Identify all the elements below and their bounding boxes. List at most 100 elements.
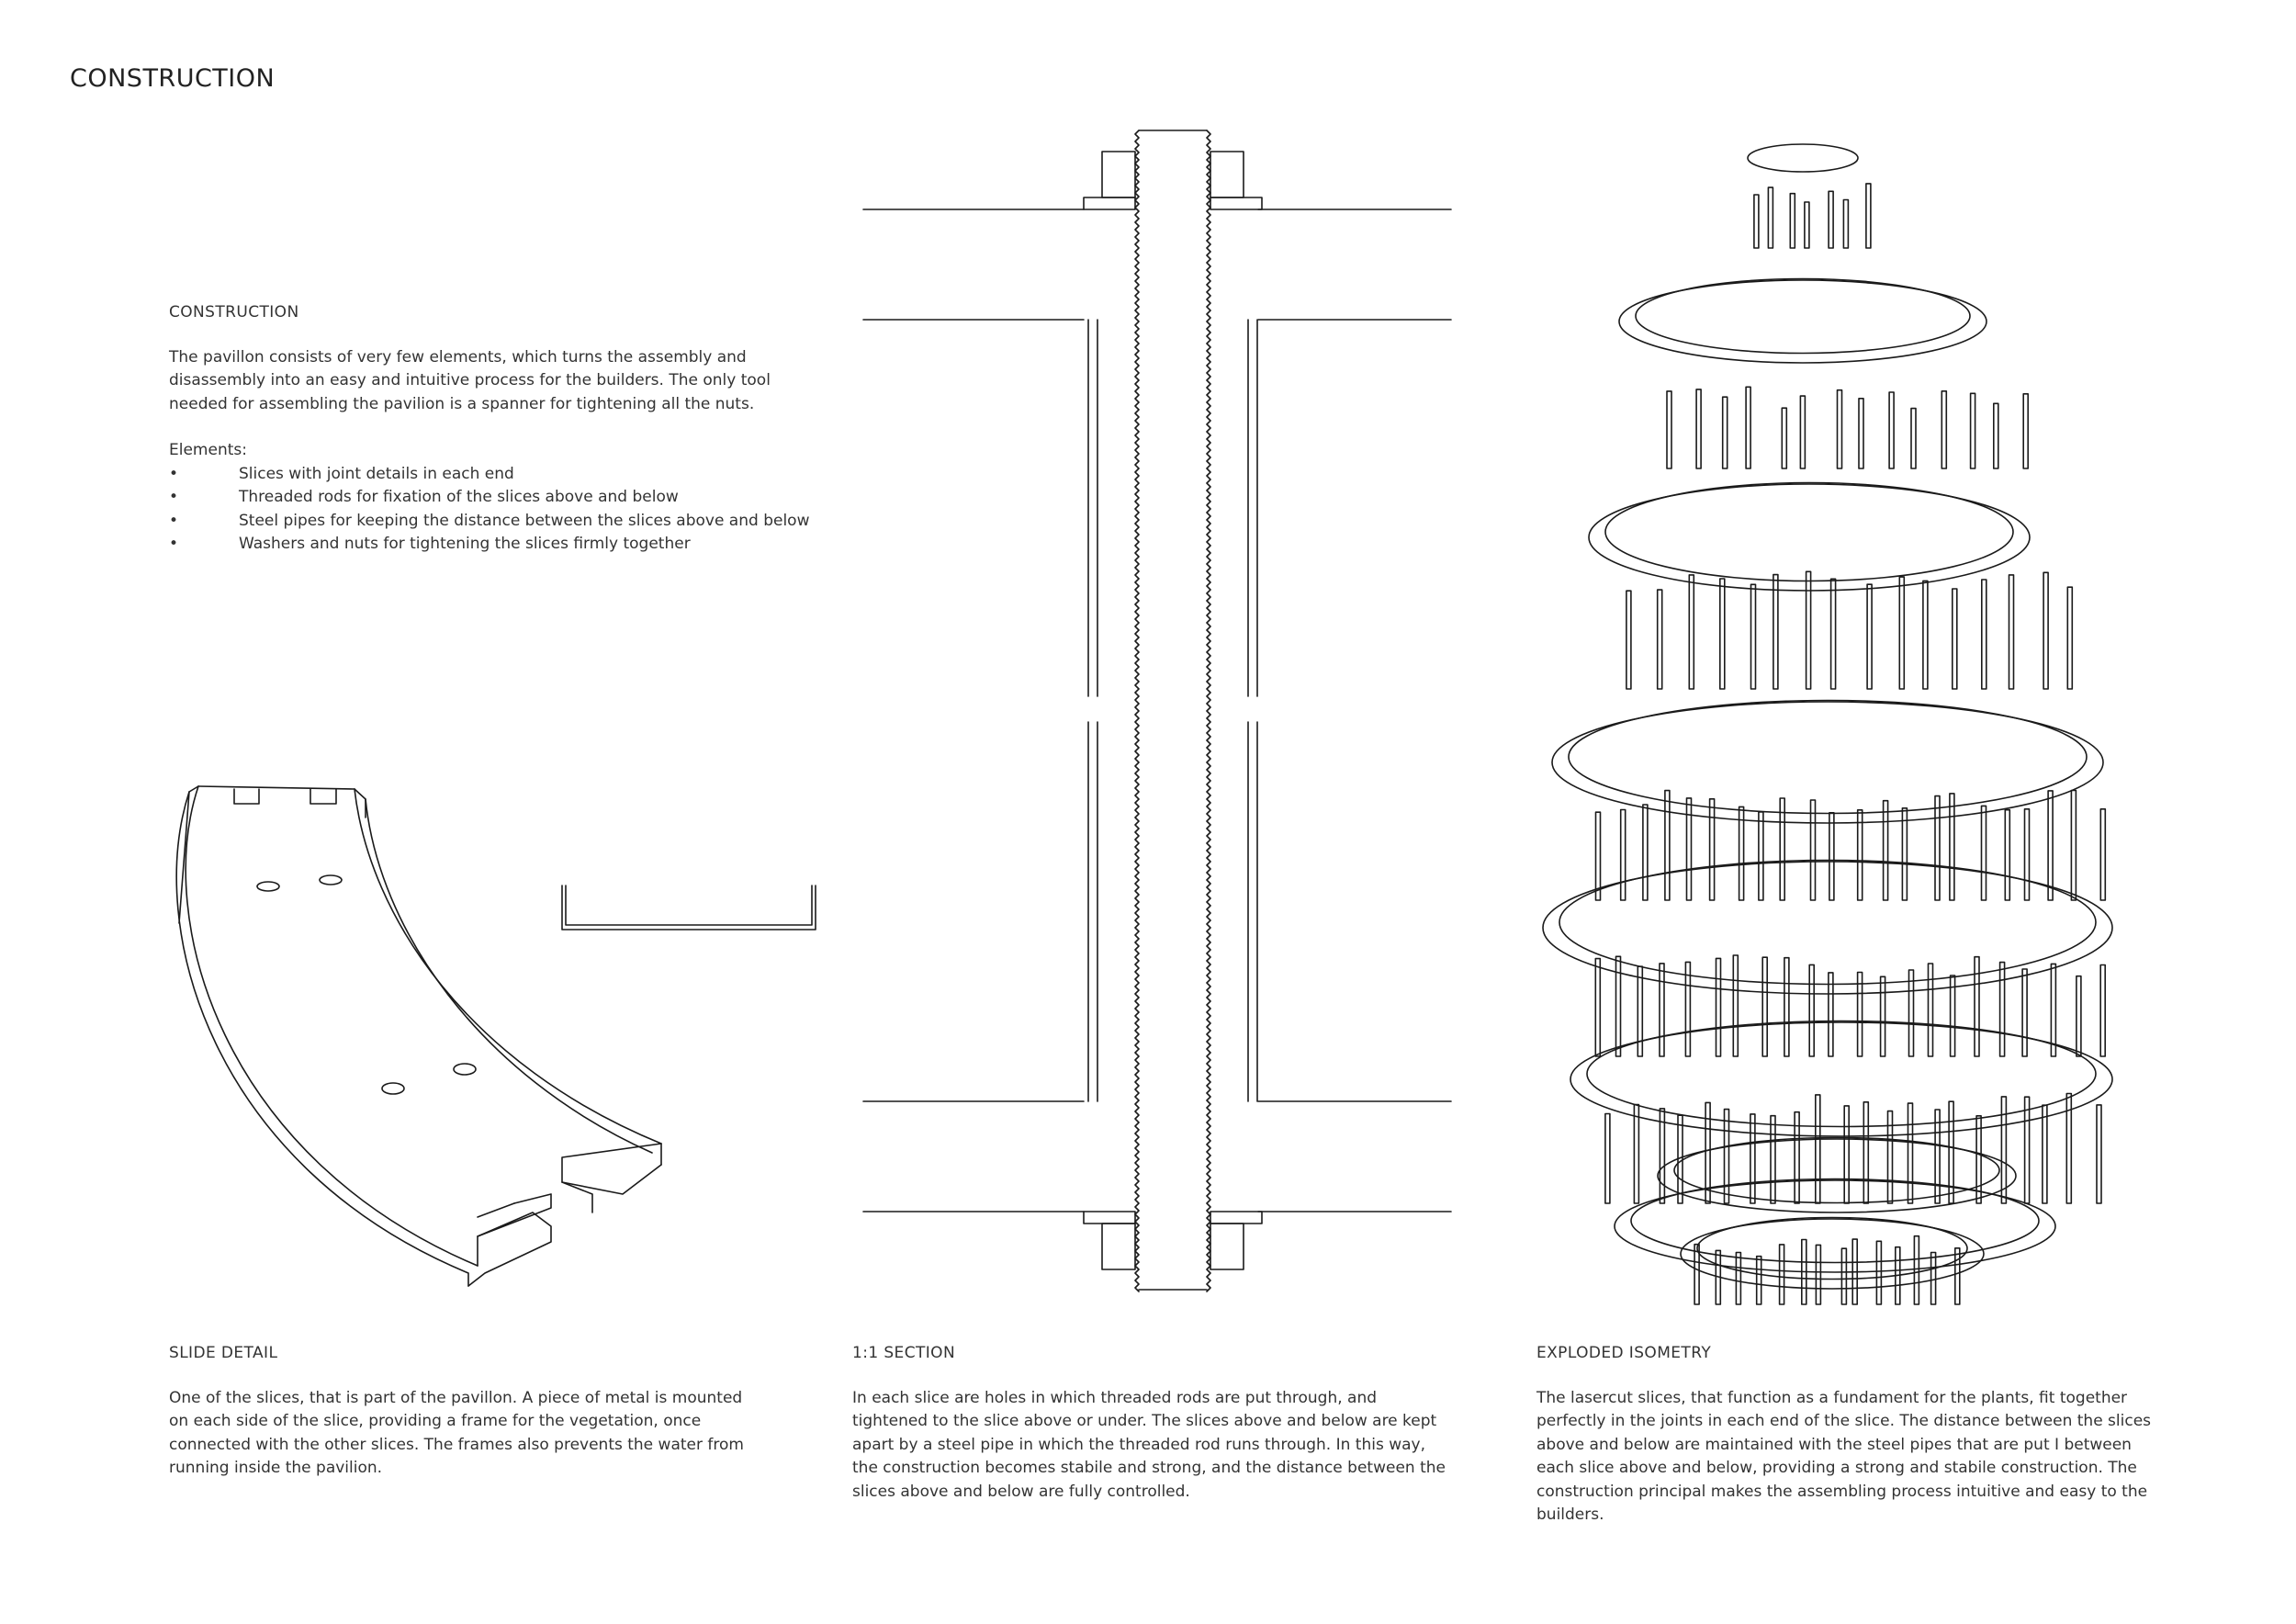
- steel-pipe: [1930, 1251, 1937, 1305]
- steel-pipe: [1695, 389, 1702, 469]
- bracket-profile-drawing: [561, 885, 816, 930]
- section-body: In each slice are holes in which threade…: [852, 1388, 1446, 1501]
- steel-pipe: [1715, 957, 1722, 1057]
- steel-pipe: [1664, 789, 1671, 901]
- steel-pipe: [1659, 1108, 1666, 1204]
- section-heading: 1:1 SECTION: [852, 1344, 956, 1362]
- steel-pipe: [1981, 579, 1987, 690]
- steel-pipe: [1828, 190, 1834, 249]
- steel-pipe: [1886, 1110, 1894, 1204]
- steel-pipe: [2099, 964, 2106, 1057]
- steel-pipe: [1619, 808, 1626, 901]
- steel-pipe: [1907, 1102, 1914, 1204]
- steel-pipe: [1842, 198, 1850, 249]
- section-caption: 1:1 SECTION In each slice are holes in w…: [852, 1342, 1449, 1504]
- steel-pipe: [1949, 975, 1956, 1057]
- steel-pipe: [1761, 956, 1768, 1057]
- steel-pipe: [1755, 1255, 1762, 1305]
- slide-detail-body: One of the slices, that is part of the p…: [169, 1388, 744, 1478]
- steel-pipe: [1750, 583, 1757, 690]
- steel-pipe: [1808, 964, 1815, 1057]
- steel-pipe: [1770, 1114, 1776, 1204]
- slice-ring: [1542, 861, 2113, 995]
- slice-ring: [1673, 1136, 2000, 1204]
- steel-pipe: [1694, 1243, 1700, 1305]
- slice-ring: [1604, 481, 2014, 582]
- steel-pipe: [1828, 972, 1834, 1057]
- steel-pipe: [1594, 811, 1602, 901]
- steel-pipe: [1708, 797, 1716, 901]
- steel-pipe: [1656, 589, 1663, 690]
- steel-pipe: [1969, 392, 1976, 469]
- list-item: Slices with joint details in each end: [169, 463, 812, 487]
- isometry-body: The lasercut slices, that function as a …: [1536, 1388, 2152, 1525]
- steel-pipe: [1843, 1105, 1850, 1204]
- slice-ring: [1614, 1179, 2056, 1273]
- steel-pipe: [2023, 807, 2031, 901]
- steel-pipe: [1750, 1113, 1756, 1204]
- isometry-caption: EXPLODED ISOMETRY The lasercut slices, t…: [1536, 1342, 2152, 1528]
- steel-pipe: [1856, 971, 1863, 1057]
- steel-pipe: [1688, 574, 1695, 690]
- steel-pipe: [1815, 1094, 1821, 1204]
- steel-pipe: [1974, 955, 1980, 1057]
- steel-pipe: [1779, 797, 1785, 901]
- steel-pipe: [1745, 386, 1751, 469]
- intro-section: CONSTRUCTION The pavillon consists of ve…: [169, 301, 812, 557]
- steel-pipe: [1604, 1112, 1611, 1204]
- list-item: Threaded rods for fixation of the slices…: [169, 486, 812, 510]
- steel-pipe: [1781, 407, 1788, 469]
- steel-pipe: [1954, 1247, 1961, 1305]
- steel-pipe: [1840, 1247, 1848, 1305]
- steel-pipe: [1633, 1103, 1640, 1204]
- steel-pipe: [1882, 799, 1889, 901]
- steel-pipe: [1738, 806, 1745, 901]
- steel-pipe: [1898, 576, 1906, 690]
- steel-pipe: [1993, 402, 1999, 469]
- list-item: Steel pipes for keeping the distance bet…: [169, 510, 812, 534]
- slice-detail-drawing: [175, 785, 662, 1287]
- steel-pipe: [1659, 963, 1665, 1057]
- steel-pipe: [1804, 201, 1810, 249]
- steel-pipe: [2050, 963, 2057, 1057]
- steel-pipe: [1863, 1101, 1870, 1204]
- slice-ring: [1635, 277, 1971, 355]
- steel-pipe: [1908, 969, 1915, 1057]
- steel-pipe: [2008, 574, 2015, 690]
- steel-pipe: [1856, 808, 1863, 901]
- steel-pipe: [1815, 1244, 1822, 1305]
- steel-pipe: [2066, 586, 2074, 690]
- slice-ring: [1680, 1218, 1985, 1290]
- steel-pipe: [2076, 975, 2082, 1057]
- steel-pipe: [1615, 955, 1622, 1057]
- steel-pipe: [1998, 961, 2006, 1057]
- steel-pipe: [1735, 1251, 1742, 1305]
- slice-ring: [1630, 1178, 2040, 1264]
- steel-pipe: [1805, 570, 1812, 690]
- steel-pipe: [1767, 186, 1774, 249]
- steel-pipe: [1829, 811, 1835, 901]
- slice-ring: [1551, 701, 2104, 824]
- steel-pipe: [1789, 192, 1796, 249]
- steel-pipe: [1719, 578, 1726, 690]
- steel-pipe: [1875, 1240, 1883, 1305]
- steel-pipe: [1980, 805, 1987, 901]
- steel-pipe: [1723, 1108, 1730, 1204]
- steel-pipe: [1799, 395, 1806, 469]
- steel-pipe: [1753, 194, 1760, 249]
- slice-ring: [1657, 1138, 2017, 1213]
- elements-list: Slices with joint details in each end Th…: [169, 463, 812, 557]
- steel-pipe: [1758, 811, 1764, 901]
- steel-pipe: [1927, 963, 1934, 1057]
- section-drawing: [862, 130, 1452, 1292]
- elements-label: Elements:: [169, 441, 247, 459]
- steel-pipe: [1879, 976, 1886, 1057]
- slide-detail-heading: SLIDE DETAIL: [169, 1344, 278, 1362]
- steel-pipe: [1809, 799, 1817, 901]
- steel-pipe: [1858, 397, 1864, 469]
- steel-pipe: [1684, 961, 1692, 1057]
- steel-pipe: [1829, 578, 1837, 690]
- steel-pipe: [1901, 806, 1908, 901]
- steel-pipe: [2021, 968, 2028, 1057]
